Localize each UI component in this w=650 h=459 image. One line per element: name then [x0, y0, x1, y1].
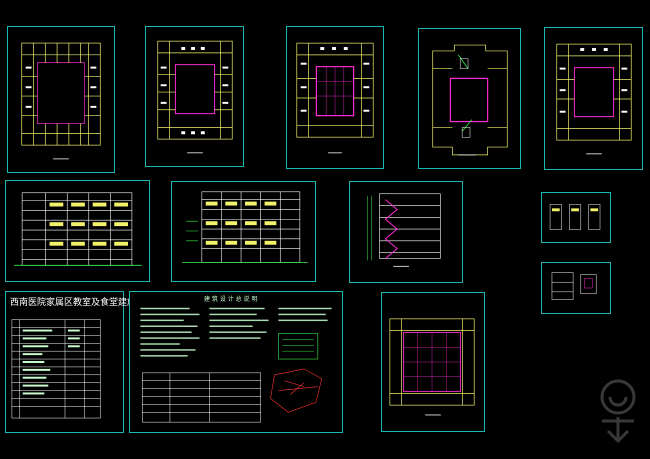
- elevation-drawing: [14, 192, 142, 266]
- elevation-drawing: [182, 191, 308, 263]
- design-notes-title: 建 筑 设 计 总 说 明: [204, 296, 258, 303]
- floor-plan-drawing: [296, 42, 374, 154]
- design-notes-sheet: 建 筑 设 计 总 说 明: [129, 291, 343, 433]
- section-sheet: [349, 181, 463, 283]
- floor-plan-drawing: [556, 43, 632, 155]
- floor-plan-drawing: [21, 42, 101, 160]
- roof-plan-sheet: [381, 292, 485, 432]
- elevation-sheet-2: [171, 181, 316, 282]
- floor-plan-sheet-3: [286, 26, 384, 169]
- watermark-logo-icon: [600, 379, 636, 444]
- drawing-index-table: [11, 319, 101, 419]
- detail-sheet-1: [541, 192, 611, 243]
- drawing-index-title: 西南医院家属区教室及食堂建施图纸目录: [10, 298, 173, 308]
- roof-plan-drawing: [389, 318, 475, 416]
- floor-plan-sheet-4: [418, 28, 521, 169]
- section-drawing: [367, 193, 441, 267]
- floor-plan-sheet-1: [7, 26, 115, 173]
- floor-plan-drawing: [157, 40, 233, 154]
- detail-drawing: [549, 204, 601, 230]
- floor-plan-sheet-2: [145, 26, 244, 167]
- drawing-index-sheet: 西南医院家属区教室及食堂建施图纸目录: [5, 291, 172, 433]
- detail-sheet-2: [541, 262, 611, 314]
- floor-plan-drawing: [432, 44, 508, 156]
- elevation-sheet-1: [5, 180, 150, 282]
- detail-drawing: [551, 272, 597, 300]
- design-notes-drawing: [140, 307, 332, 423]
- floor-plan-sheet-5: [544, 27, 643, 170]
